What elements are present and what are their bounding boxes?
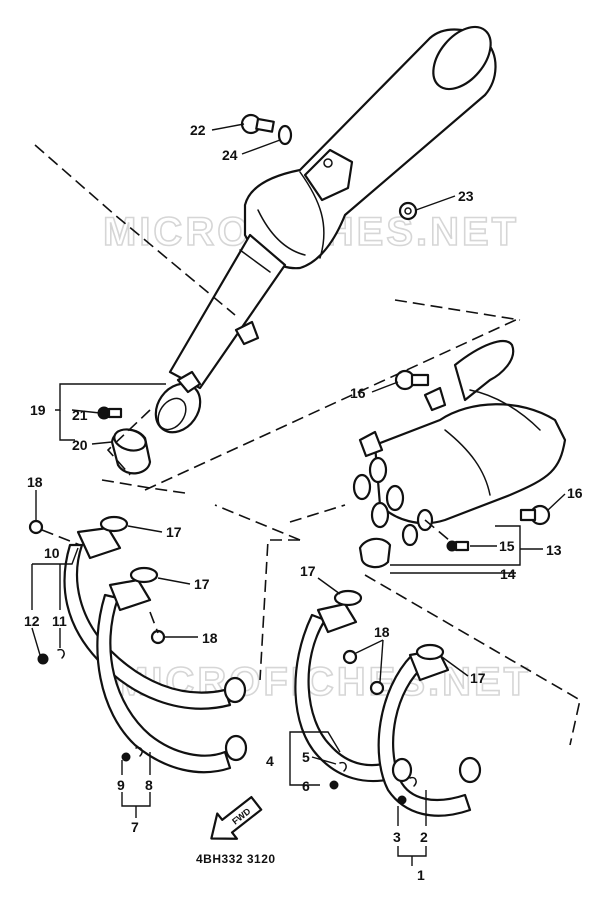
leader-lines (31, 123, 566, 866)
callout-1: 1 (417, 867, 425, 883)
callout-23: 23 (458, 188, 474, 204)
callout-10: 10 (44, 545, 60, 561)
exhaust-pipe-right-pair (294, 589, 482, 817)
nut-18-right-b (369, 680, 385, 696)
callout-3: 3 (393, 829, 401, 845)
exhaust-pipe-left-pair (28, 515, 248, 774)
collector-assembly (352, 340, 567, 547)
muffler-assembly (154, 25, 497, 434)
callout-22: 22 (190, 122, 206, 138)
bolt-6 (329, 780, 339, 790)
callout-16-right: 16 (567, 485, 583, 501)
callout-14: 14 (500, 566, 516, 582)
gasket-part-14 (358, 537, 392, 569)
nut-18-left-upper (28, 519, 44, 535)
washer-part-24 (277, 124, 293, 146)
spring-2 (409, 776, 417, 787)
bolt-9 (121, 752, 131, 762)
callout-16-upper: 16 (350, 385, 366, 401)
callout-17-d: 17 (470, 670, 486, 686)
spring-8 (135, 746, 143, 757)
callout-21: 21 (72, 407, 88, 423)
callout-17-c: 17 (300, 563, 316, 579)
gasket-17-left-lower (129, 566, 159, 584)
callout-18-b: 18 (202, 630, 218, 646)
spring-5 (339, 761, 347, 772)
spring-11 (57, 648, 65, 659)
forward-arrow: FWD (210, 795, 263, 840)
callout-5: 5 (302, 749, 310, 765)
callout-15: 15 (499, 538, 515, 554)
callout-6: 6 (302, 778, 310, 794)
nut-part-23 (398, 201, 418, 221)
nut-18-right-a (342, 649, 358, 665)
callout-4: 4 (266, 753, 274, 769)
gasket-17-right-upper (333, 589, 363, 607)
bolt-part-16-right (519, 504, 551, 526)
bolt-part-21 (97, 406, 123, 420)
callout-7: 7 (131, 819, 139, 835)
callout-2: 2 (420, 829, 428, 845)
callout-8: 8 (145, 777, 153, 793)
callout-13: 13 (546, 542, 562, 558)
bolt-part-16-upper (394, 369, 430, 391)
callout-11: 11 (52, 613, 67, 629)
bolt-12 (37, 653, 49, 665)
bolt-3 (397, 795, 407, 805)
callout-17-a: 17 (166, 524, 182, 540)
callout-12: 12 (24, 613, 40, 629)
callout-20: 20 (72, 437, 88, 453)
callout-24: 24 (222, 147, 238, 163)
diagram-code: 4BH332 3120 (196, 852, 276, 866)
gasket-part-20 (110, 428, 152, 475)
callout-17-b: 17 (194, 576, 210, 592)
bolt-part-22 (240, 113, 275, 135)
callout-numbers: 1 2 3 4 5 6 7 8 9 10 11 12 13 14 15 16 1… (24, 122, 583, 883)
callout-9: 9 (117, 777, 125, 793)
gasket-17-right-lower (415, 643, 445, 661)
bolt-part-15 (446, 540, 470, 552)
callout-19: 19 (30, 402, 46, 418)
dashed-assembly-lines (34, 144, 581, 746)
callout-18-c: 18 (374, 624, 390, 640)
gasket-17-left-upper (99, 515, 129, 533)
callout-18-a: 18 (27, 474, 43, 490)
